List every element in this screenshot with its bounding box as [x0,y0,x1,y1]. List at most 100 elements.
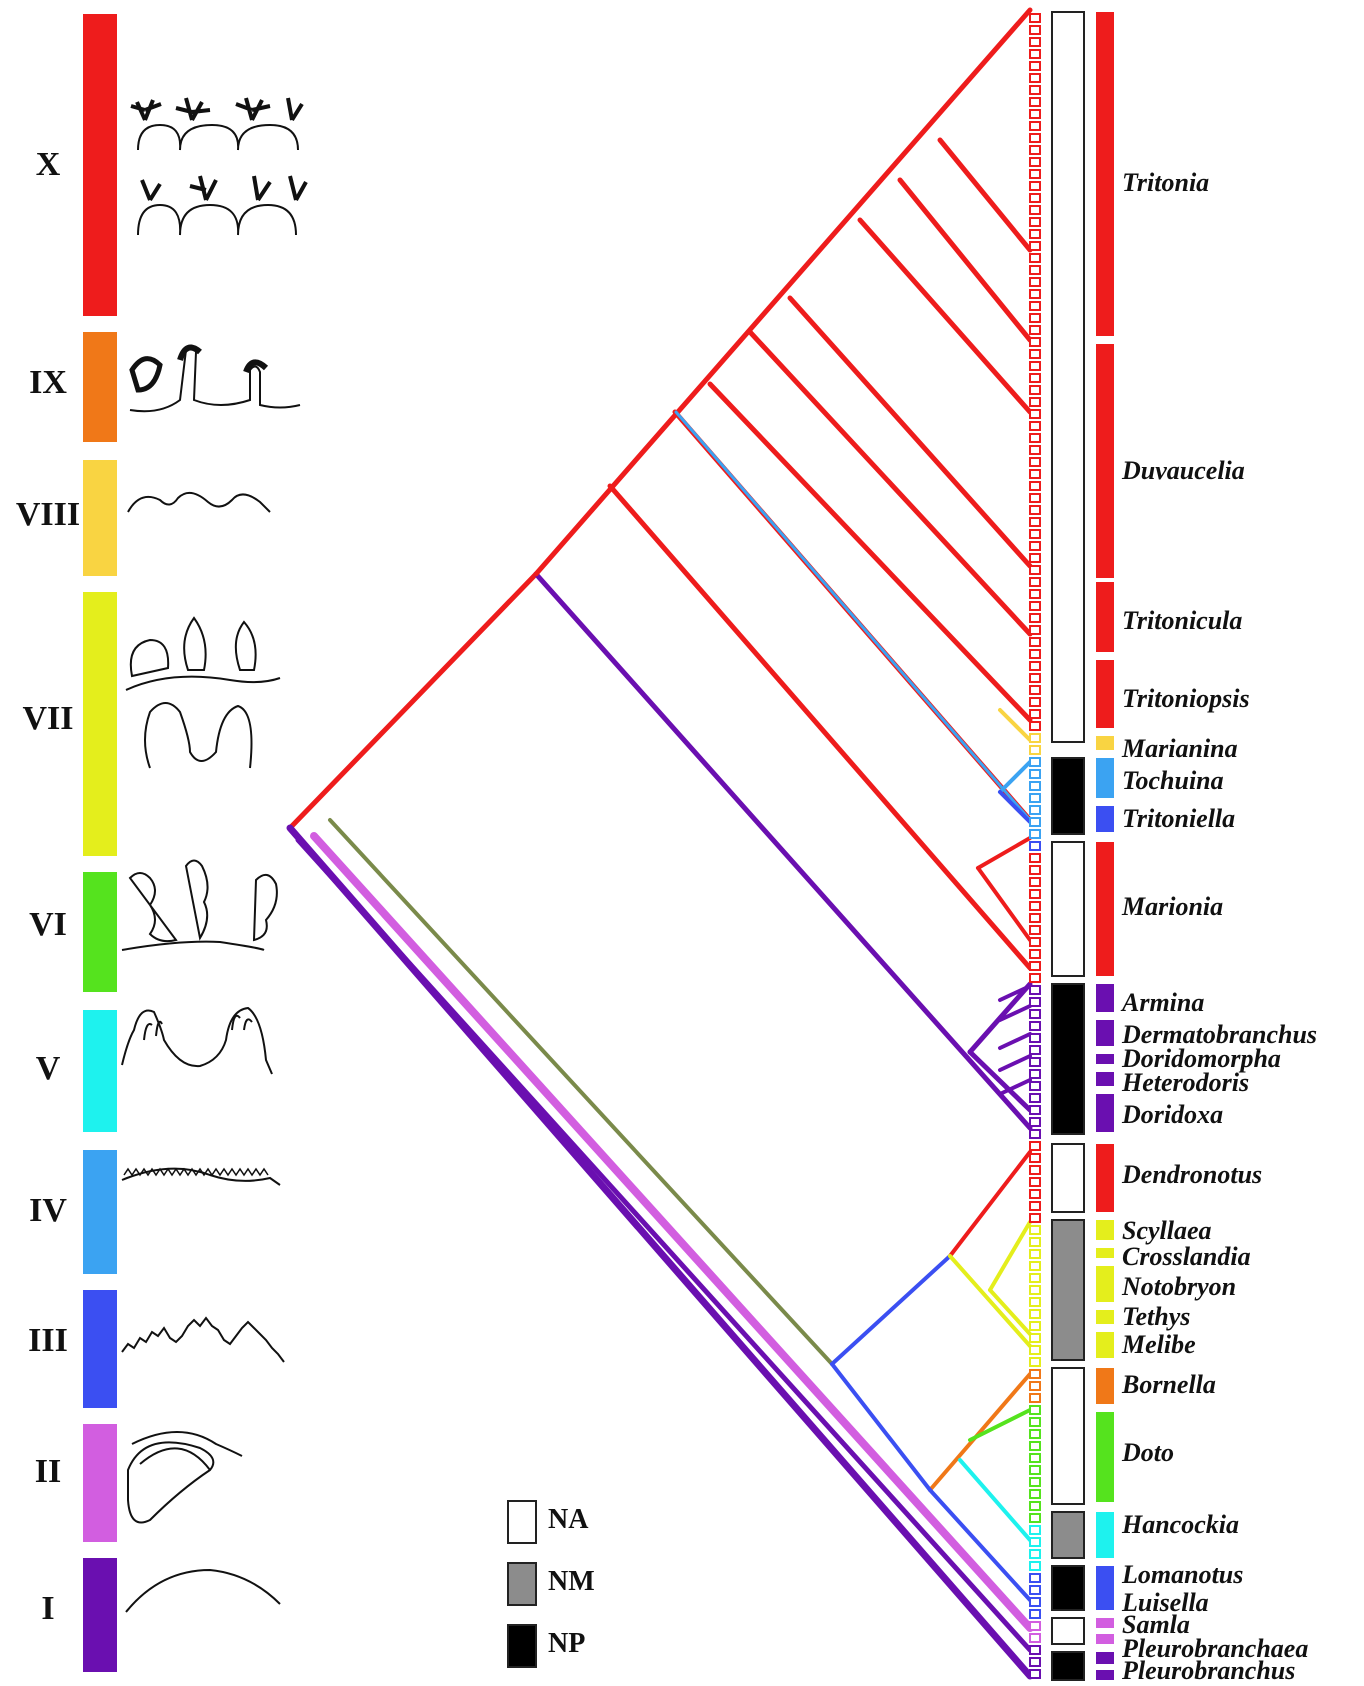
tip-tick [1030,410,1040,418]
tip-tick [1030,1082,1040,1090]
tip-tick [1030,230,1040,238]
tip-tick [1030,1310,1040,1318]
tip-tick [1030,1322,1040,1330]
taxon-label-heterodoris: Heterodoris [1122,1068,1249,1098]
tip-tick [1030,1394,1040,1402]
taxon-strip-marionia [1096,842,1114,976]
state-box-arminid-np [1052,984,1084,1134]
taxon-strip-tethys [1096,1310,1114,1324]
state-box-tritoniid-na [1052,12,1084,742]
tip-tick [1030,326,1040,334]
tip-tick [1030,890,1040,898]
tip-tick [1030,782,1040,790]
branch-arminid-stem [536,574,1030,1128]
branch-marionia-internal [978,838,1030,868]
tip-tick [1030,1430,1040,1438]
tip-tick [1030,1418,1040,1426]
taxon-strip-doridoxa [1096,1094,1114,1132]
branch-hancockia [960,1460,1030,1540]
tip-tick [1030,266,1040,274]
tip-tick [1030,1622,1040,1630]
taxon-strip-tritoniella [1096,806,1114,832]
tip-tick [1030,1214,1040,1222]
tip-tick [1030,506,1040,514]
tip-tick [1030,290,1040,298]
branch-tritoniella-tip [1000,792,1030,822]
tip-tick [1030,1442,1040,1450]
taxon-strip-dendronotus [1096,1144,1114,1212]
taxon-label-tritonicula: Tritonicula [1122,606,1242,636]
taxon-label-notobryon: Notobryon [1122,1272,1236,1302]
state-box-hancockia-nm [1052,1512,1084,1558]
tip-tick [1030,1634,1040,1642]
taxon-label-tritonia: Tritonia [1122,168,1209,198]
taxon-strip-crosslandia [1096,1248,1114,1258]
tip-tick [1030,1670,1040,1678]
tip-tick [1030,854,1040,862]
tip-tick [1030,1058,1040,1066]
tip-tick [1030,938,1040,946]
legend-swatch-nm [507,1562,537,1606]
tip-tick [1030,350,1040,358]
state-box-luisella-samla-na [1052,1618,1084,1644]
tip-tick [1030,1382,1040,1390]
tip-tick [1030,1298,1040,1306]
taxon-strip-duvaucelia [1096,344,1114,578]
branch-marionia-lower [978,868,1030,940]
tip-tick [1030,1502,1040,1510]
taxon-strip-tritonicula [1096,582,1114,652]
tip-tick [1030,218,1040,226]
tip-tick [1030,962,1040,970]
taxon-label-lomanotus: Lomanotus [1122,1560,1243,1590]
tip-tick [1030,1598,1040,1606]
tip-tick [1030,1178,1040,1186]
branch-luisella-samla [314,836,1030,1628]
tip-tick [1030,1610,1040,1618]
taxon-strip-samla [1096,1634,1114,1644]
tip-tick [1030,1274,1040,1282]
tip-tick [1030,206,1040,214]
state-box-tochuina-np [1052,758,1084,834]
tip-tick [1030,1358,1040,1366]
branch-pleurobranchaea [298,840,1030,1650]
tip-tick [1030,1526,1040,1534]
branch-tritonicula-stem [750,332,1030,634]
tip-tick [1030,1046,1040,1054]
taxon-strip-tritonia [1096,12,1114,336]
branch-bornella [930,1374,1030,1490]
taxon-strip-pleurobranchaea [1096,1652,1114,1664]
tip-tick [1030,470,1040,478]
tip-tick [1030,434,1040,442]
tip-tick [1030,302,1040,310]
tip-tick [1030,1070,1040,1078]
branch-melibe [990,1290,1030,1334]
taxon-strip-hancockia [1096,1512,1114,1558]
tip-tick [1030,1550,1040,1558]
tip-tick [1030,1166,1040,1174]
tip-tick [1030,1154,1040,1162]
tip-tick [1030,1022,1040,1030]
tip-tick [1030,254,1040,262]
legend-swatch-np [507,1624,537,1668]
tip-tick [1030,1586,1040,1594]
taxon-strip-marianina [1096,736,1114,750]
tip-tick [1030,1370,1040,1378]
tip-tick [1030,1262,1040,1270]
taxon-strip-luisella [1096,1618,1114,1628]
state-box-marionia-na [1052,842,1084,976]
tip-tick [1030,110,1040,118]
branch-tritonia-stem [900,180,1030,340]
tip-tick [1030,662,1040,670]
tip-tick [1030,170,1040,178]
taxon-label-dendronotus: Dendronotus [1122,1160,1262,1190]
tip-tick [1030,698,1040,706]
tip-tick [1030,1490,1040,1498]
tip-tick [1030,998,1040,1006]
state-box-pleurobranch-np [1052,1652,1084,1680]
tip-tick [1030,1118,1040,1126]
tip-tick [1030,1406,1040,1414]
branch-duvaucelia-stem [790,298,1030,566]
taxon-label-marionia: Marionia [1122,892,1223,922]
